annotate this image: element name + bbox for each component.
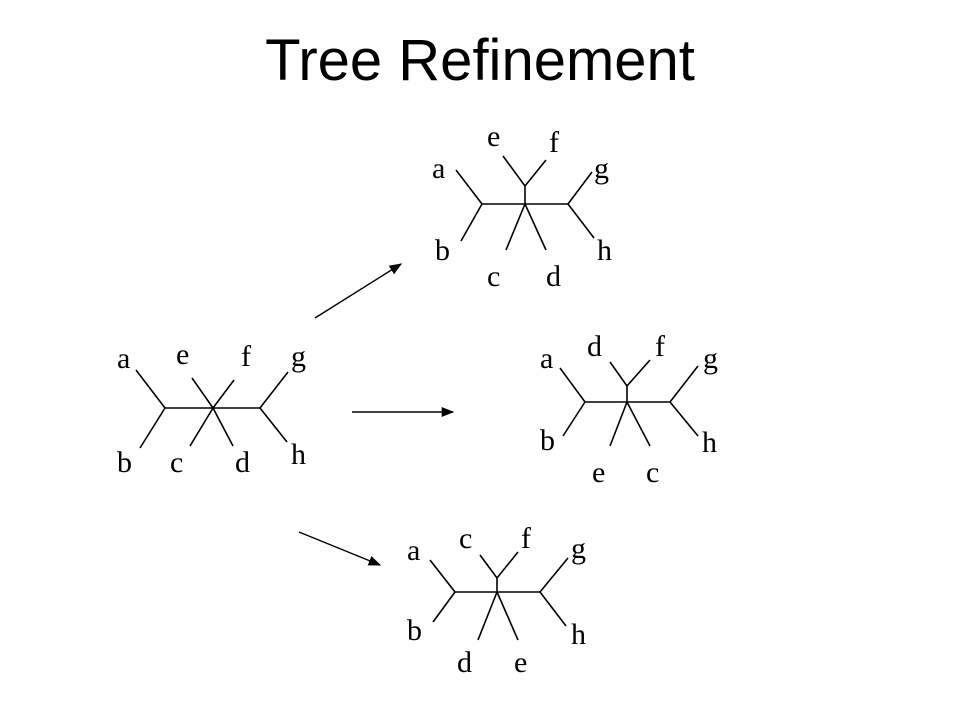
tree-edge [502, 155, 526, 187]
tree-edge [496, 551, 519, 579]
leaf-label: g [291, 340, 306, 373]
leaf-label: b [407, 614, 422, 647]
tree-edge [609, 361, 628, 387]
leaf-label: a [117, 342, 130, 375]
tree-edge [505, 203, 526, 251]
tree-edge [539, 591, 567, 627]
leaf-label: g [703, 342, 718, 375]
tree-edge [562, 401, 586, 437]
tree-edge [524, 159, 547, 187]
leaf-label: f [655, 330, 665, 363]
tree-edge [669, 401, 699, 437]
tree-edge [626, 359, 651, 387]
leaf-label: d [587, 330, 602, 363]
tree-edge [539, 557, 569, 593]
slide-title: Tree Refinement [265, 28, 695, 93]
tree-edge [135, 369, 166, 409]
leaf-label: h [597, 234, 612, 267]
tree-edge [259, 371, 289, 409]
tree-refined-top: e f a g b h c d [432, 120, 612, 293]
leaf-label: b [117, 446, 132, 479]
arrow-to-top-tree [314, 263, 403, 319]
tree-edge [191, 377, 214, 409]
tree-edge [567, 203, 595, 239]
leaf-label: a [432, 152, 445, 185]
tree-edge [455, 169, 483, 205]
tree-edge [626, 401, 651, 447]
tree-edge [669, 365, 699, 403]
tree-edge [429, 559, 456, 593]
leaf-label: h [291, 438, 306, 471]
leaf-label: d [546, 260, 561, 293]
leaf-label: g [571, 532, 586, 565]
tree-refined-middle: d f a g b h e c [540, 330, 718, 489]
leaf-label: f [549, 126, 559, 159]
tree-edge [432, 591, 456, 623]
tree-refined-bottom: c f a g b h d e [407, 522, 586, 679]
tree-edge [189, 407, 214, 447]
leaf-label: e [514, 646, 527, 679]
tree-edge [479, 554, 498, 579]
tree-edge [460, 203, 483, 242]
tree-edge [496, 591, 519, 641]
leaf-label: d [235, 446, 250, 479]
leaf-label: c [487, 260, 500, 293]
leaf-label: c [170, 446, 183, 479]
tree-edge [212, 407, 234, 447]
leaf-label: a [407, 534, 420, 567]
leaf-label: e [176, 338, 189, 371]
arrow-to-bottom-tree [298, 531, 382, 566]
tree-edge [567, 171, 593, 205]
tree-edge [259, 407, 288, 443]
leaf-label: c [646, 456, 659, 489]
leaf-label: d [457, 646, 472, 679]
leaf-label: e [487, 120, 500, 153]
tree-edge [524, 203, 547, 251]
leaf-label: a [540, 342, 553, 375]
leaf-label: h [702, 426, 717, 459]
leaf-label: f [241, 340, 251, 373]
leaf-label: c [459, 522, 472, 555]
tree-edge [212, 379, 235, 409]
tree-edge [139, 407, 166, 449]
leaf-label: f [521, 522, 531, 555]
leaf-label: e [592, 456, 605, 489]
leaf-label: g [594, 152, 609, 185]
tree-source: a e f g b c d h [117, 338, 306, 479]
leaf-label: b [540, 424, 555, 457]
tree-edge [477, 591, 498, 641]
tree-edge [609, 401, 628, 447]
leaf-label: h [571, 618, 586, 651]
leaf-label: b [435, 234, 450, 267]
tree-edge [559, 367, 586, 403]
